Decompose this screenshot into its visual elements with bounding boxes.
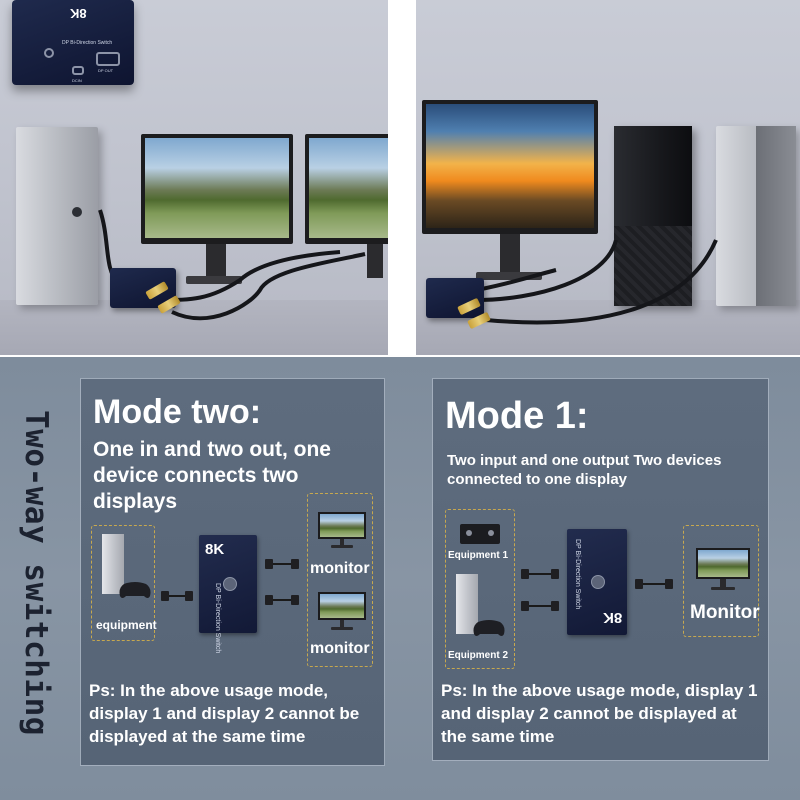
mode-1-note: Ps: In the above usage mode, display 1 a… xyxy=(441,681,758,746)
mode-1-panel: Mode 1: Two input and one output Two dev… xyxy=(432,378,769,761)
computer-tower-icon xyxy=(16,127,98,305)
tower-side xyxy=(756,126,796,306)
equipment-label: equipment xyxy=(96,618,157,632)
power-button-icon xyxy=(72,207,82,217)
equipments-box: Equipment 1 Equipment 2 xyxy=(445,509,515,669)
monitor-label: Monitor xyxy=(690,602,760,623)
mode-1-description: Two input and one output Two devices con… xyxy=(447,452,722,488)
monitor-base xyxy=(186,276,242,284)
product-switch-image: 8K DP Bi-Direction Switch DCIN DP OUT xyxy=(12,0,134,85)
dp-cables xyxy=(98,209,366,321)
dp-port-icon xyxy=(96,52,120,66)
equipment-1-label: Equipment 1 xyxy=(448,550,509,561)
monitor-stand xyxy=(367,244,383,278)
monitor-icon xyxy=(696,548,750,592)
monitor-icon xyxy=(318,512,366,550)
switch-knob-icon xyxy=(44,48,54,58)
dcin-port-icon xyxy=(72,66,84,75)
landscape-screen xyxy=(309,138,388,238)
equipment-box: equipment xyxy=(91,525,157,641)
monitor-box: Monitor xyxy=(683,525,760,637)
monitors-box: monitor monitor xyxy=(307,493,373,667)
monitor-2-label: monitor xyxy=(310,640,370,657)
desk-surface xyxy=(0,300,388,355)
scene-mode-two-photo: 8K DP Bi-Direction Switch DCIN DP OUT xyxy=(0,0,388,355)
computer-tower-icon xyxy=(456,574,478,634)
dp-cable-icon xyxy=(265,595,299,605)
monitor-1-photo xyxy=(141,134,293,244)
switch-diagram: DP Bi-Direction Switch 8K xyxy=(567,529,627,635)
product-port-in-label: DCIN xyxy=(72,78,82,83)
equipment-2-label: Equipment 2 xyxy=(448,650,509,661)
monitor-stand xyxy=(500,234,520,274)
monitor-2-photo xyxy=(305,134,388,244)
landscape-screen xyxy=(145,138,289,238)
gamepad-icon xyxy=(119,582,151,598)
monitor-1-label: monitor xyxy=(310,560,370,577)
product-port-out-label: DP OUT xyxy=(98,68,114,73)
switch-badge: 8K xyxy=(205,541,225,558)
switch-knob-icon xyxy=(591,575,605,589)
monitor-icon xyxy=(318,592,366,632)
switch-diagram: 8K DP Bi-Direction Switch xyxy=(199,535,257,653)
switch-name: DP Bi-Direction Switch xyxy=(574,539,581,610)
switch-knob-icon xyxy=(223,577,237,591)
monitor-photo xyxy=(422,100,598,234)
switch-badge: 8K xyxy=(603,609,623,626)
dp-cable-icon xyxy=(161,591,193,601)
dp-cable-icon xyxy=(265,559,299,569)
monitor-stand xyxy=(206,244,226,278)
dp-cable-icon xyxy=(521,601,559,611)
gamepad-icon xyxy=(473,620,505,636)
computer-tower-icon xyxy=(716,126,796,306)
computer-tower-icon xyxy=(614,126,692,306)
mode-two-panel: Mode two: One in and two out, one device… xyxy=(80,378,385,766)
mode-two-note: Ps: In the above usage mode, display 1 a… xyxy=(89,681,360,746)
switch-name: DP Bi-Direction Switch xyxy=(214,583,221,654)
side-title-text: Two-way switching xyxy=(18,410,54,736)
monitor-base xyxy=(476,272,542,280)
side-title: Two-way switching xyxy=(16,388,56,758)
mode-two-description: One in and two out, one device connects … xyxy=(93,438,331,513)
computer-tower-icon xyxy=(102,534,124,594)
mode-two-title: Mode two: xyxy=(93,393,262,431)
mode-1-title: Mode 1: xyxy=(445,395,589,437)
av-receiver-icon xyxy=(460,524,500,544)
sunset-screen xyxy=(426,104,594,228)
product-name: DP Bi-Direction Switch xyxy=(62,40,113,46)
dp-cable-icon xyxy=(521,569,559,579)
scene-mode-1-photo xyxy=(416,0,800,355)
tower-vent xyxy=(614,226,692,306)
dp-cable-icon xyxy=(635,579,673,589)
